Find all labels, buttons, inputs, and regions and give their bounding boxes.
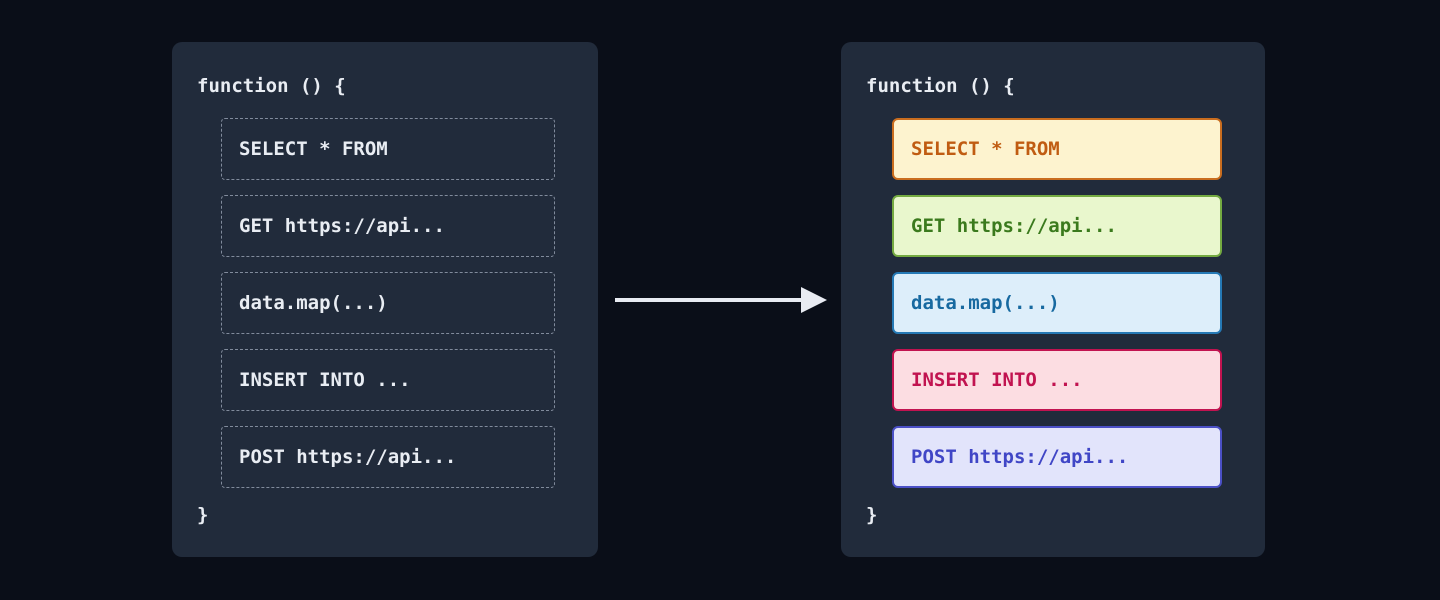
code-box-http-post: POST https://api...	[221, 426, 555, 488]
function-close-line: }	[866, 504, 878, 526]
function-open-line: function () {	[197, 75, 346, 97]
highlight-box-http-get: GET https://api...	[892, 195, 1222, 257]
code-box-http-get: GET https://api...	[221, 195, 555, 257]
code-box-sql-select: SELECT * FROM	[221, 118, 555, 180]
arrow-right-icon	[615, 287, 827, 313]
arrow-shaft	[615, 298, 803, 302]
function-close-line: }	[197, 504, 209, 526]
highlight-box-sql-insert: INSERT INTO ...	[892, 349, 1222, 411]
highlight-box-sql-select: SELECT * FROM	[892, 118, 1222, 180]
code-panel-plain: function () { SELECT * FROM GET https://…	[172, 42, 598, 557]
code-panel-highlighted: function () { SELECT * FROM GET https://…	[841, 42, 1265, 557]
code-box-list: SELECT * FROM GET https://api... data.ma…	[221, 118, 555, 488]
code-box-sql-insert: INSERT INTO ...	[221, 349, 555, 411]
highlight-box-http-post: POST https://api...	[892, 426, 1222, 488]
code-box-list: SELECT * FROM GET https://api... data.ma…	[892, 118, 1222, 488]
arrow-head	[801, 287, 827, 313]
function-open-line: function () {	[866, 75, 1015, 97]
highlight-box-data-map: data.map(...)	[892, 272, 1222, 334]
code-box-data-map: data.map(...)	[221, 272, 555, 334]
